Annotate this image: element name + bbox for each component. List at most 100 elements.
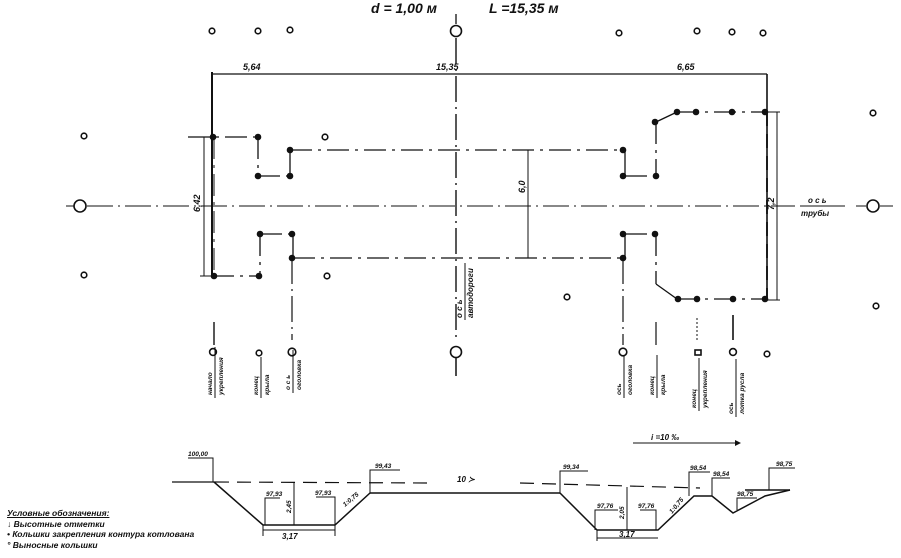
bottom-width-right: 3,17: [619, 530, 635, 539]
pit-contour-left: [188, 136, 625, 277]
stake-dot: [761, 108, 769, 116]
legend-item-elevation: ↓ Высотные отметки: [7, 518, 105, 529]
offset-peg-icon: °: [7, 539, 11, 550]
offset-peg: [254, 27, 262, 35]
bottom-width-left: 3,17: [282, 532, 298, 541]
callout-wing-end-left: конец крыла: [253, 357, 271, 398]
longitudinal-profile: i =10 ‰ 10 ≻ 100,00 97,93 97,93 99,43 99…: [172, 433, 795, 541]
svg-text:о с ь: о с ь: [455, 299, 464, 318]
offset-peg: [763, 350, 771, 358]
svg-text:крыла: крыла: [660, 374, 667, 395]
dim-left-offset: 5,64: [243, 62, 261, 72]
stake-dot: [255, 272, 263, 280]
stake-dot: [619, 172, 627, 180]
offset-peg: [286, 26, 294, 34]
offset-peg: [869, 109, 877, 117]
stake-dot: [761, 295, 769, 303]
depth-left: 2,45: [286, 500, 293, 514]
offset-peg: [80, 132, 88, 140]
pipe-axis: о с ь трубы: [66, 196, 893, 218]
stake-dot: [619, 230, 627, 238]
legend-item-offset-pegs: ° Выносные кольшки: [7, 539, 98, 550]
dim-right-offset: 6,65: [677, 62, 696, 72]
svg-text:оголовка: оголовка: [627, 365, 634, 395]
svg-text:укрепления: укрепления: [702, 370, 709, 409]
svg-text:ось: ось: [728, 402, 735, 414]
offset-peg: [693, 27, 701, 35]
elev-left-bottom-1: 97,93: [266, 491, 283, 498]
svg-text:конец: конец: [253, 376, 260, 395]
elev-right-end: 98,75: [776, 461, 793, 468]
callout-end-reinforcement: конец укрепления: [691, 358, 709, 411]
offset-peg: [321, 133, 329, 141]
elev-left-ground: 100,00: [188, 451, 208, 458]
dim-left-width: 6,42: [192, 194, 202, 212]
svg-text:о с ь: о с ь: [285, 375, 292, 390]
length-label: L =15,35 м: [489, 0, 559, 16]
elev-right-top: 99,34: [563, 464, 580, 471]
stake-dot: [254, 172, 262, 180]
elev-right-bank-2: 98,54: [713, 471, 730, 478]
offset-peg: [872, 302, 880, 310]
offset-peg: [255, 349, 263, 357]
stake-dot: [728, 108, 736, 116]
stake-dot: [729, 295, 737, 303]
road-axis-top-peg: [449, 24, 463, 38]
elev-left-bottom-2: 97,93: [315, 490, 332, 497]
dim-right-width: 7,2: [766, 197, 776, 210]
stake-dot: [209, 133, 217, 141]
elev-right-bottom-2: 97,76: [638, 503, 655, 510]
elev-left-top-right: 99,43: [375, 463, 392, 470]
pit-contour-right: [624, 111, 768, 300]
svg-text:крыла: крыла: [264, 374, 271, 395]
elev-right-bottom-1: 97,76: [597, 503, 614, 510]
pipe-axis-right-peg: [866, 199, 880, 213]
road-axis-bottom-peg: [449, 345, 463, 359]
slope-ratio-left: 1:0,75: [342, 491, 361, 508]
diameter-label: d = 1,00 м: [371, 0, 438, 16]
offset-peg: [323, 272, 331, 280]
svg-text:трубы: трубы: [801, 209, 829, 218]
svg-text:конец: конец: [691, 389, 698, 408]
flow-label: 10 ≻: [457, 475, 475, 484]
svg-text:начало: начало: [207, 372, 214, 395]
offset-peg: [759, 29, 767, 37]
road-axis: о с ь автодороги: [449, 14, 475, 376]
stake-dot: [651, 230, 659, 238]
stake-dot: [674, 295, 682, 303]
svg-text:автодороги: автодороги: [466, 268, 475, 318]
svg-text:оголовка: оголовка: [296, 360, 303, 390]
road-axis-label: о с ь автодороги: [455, 263, 475, 320]
callout-start-reinforcement: начало укрепления: [207, 347, 225, 398]
depth-right: 2,05: [619, 506, 626, 520]
pipe-axis-left-peg: [73, 199, 87, 213]
center-width-dimension: 6,0: [517, 150, 529, 258]
pipe-axis-label: о с ь трубы: [800, 196, 845, 218]
callouts: начало укрепления конец крыла о с ь огол…: [207, 258, 746, 417]
stake-dot: [256, 230, 264, 238]
stake-dot: [652, 172, 660, 180]
offset-peg: [80, 271, 88, 279]
svg-text:ось: ось: [616, 383, 623, 395]
stake-dot: [254, 133, 262, 141]
svg-text:о с ь: о с ь: [808, 196, 827, 205]
stake-dot: [210, 272, 218, 280]
stake-dot: [693, 295, 701, 303]
stake-dot: [692, 108, 700, 116]
offset-peg: [563, 293, 571, 301]
svg-text:лотка русла: лотка русла: [739, 372, 746, 415]
offset-peg: [208, 27, 216, 35]
stake-dot: [286, 146, 294, 154]
stake-dot-icon: •: [7, 529, 10, 539]
svg-text:укрепления: укрепления: [218, 357, 225, 396]
callout-wing-end-right: конец крыла: [649, 355, 667, 398]
legend-item-stakes: • Кольшки закрепления контура котлована: [7, 529, 195, 539]
legend: Условные обозначения: ↓ Высотные отметки…: [7, 508, 194, 550]
stake-dot: [673, 108, 681, 116]
offset-peg: [615, 29, 623, 37]
legend-title: Условные обозначения:: [7, 508, 110, 518]
elevation-mark-icon: ↓: [7, 518, 12, 529]
stake-dot: [651, 118, 659, 126]
right-width-dimension: 7,2: [766, 111, 780, 301]
